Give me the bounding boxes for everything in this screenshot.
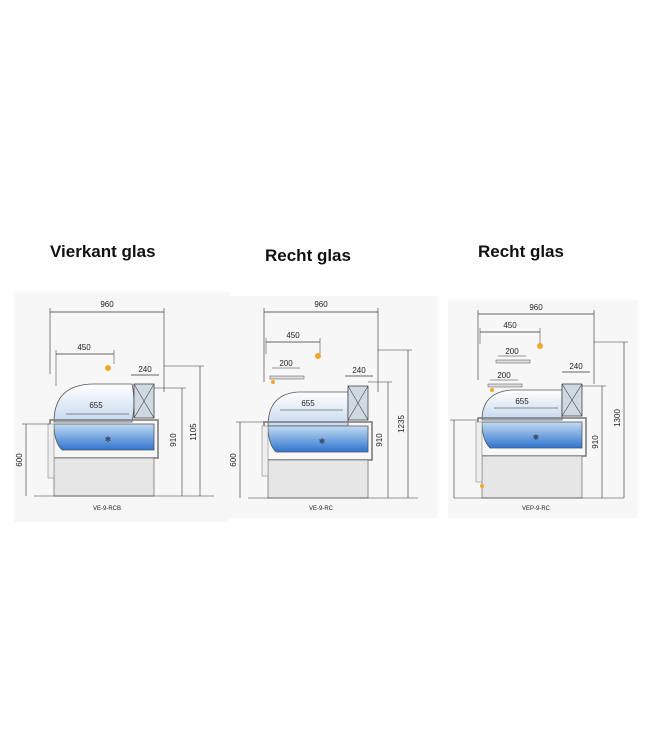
dim-top-label: 450 xyxy=(77,343,91,352)
dim-shelf-label: 200 xyxy=(497,371,511,380)
glass-shelf xyxy=(487,383,523,388)
dim-glass-label: 240 xyxy=(138,365,152,374)
panel-cross xyxy=(133,383,155,419)
cabinet-drawing: 960 450 200 200 240 655 ❄ 910 1300 VEP-9… xyxy=(448,300,638,518)
lamp-icon xyxy=(105,365,111,371)
lamp-icon xyxy=(480,484,484,488)
lamp-icon xyxy=(537,343,543,349)
dim-glass-label: 240 xyxy=(352,366,366,375)
panel-cross xyxy=(561,383,583,417)
cabinet-drawing: 960 450 200 240 655 ❄ 600 910 1235 VE-9-… xyxy=(228,296,438,518)
dim-total-label: 1105 xyxy=(189,423,198,441)
glass-shelf xyxy=(269,375,305,380)
lamp-icon xyxy=(490,388,494,392)
glass-shelf xyxy=(495,359,531,364)
dim-counter-label: 910 xyxy=(591,435,600,449)
cabinet-title: Vierkant glas xyxy=(50,242,156,261)
cabinet-title: Recht glas xyxy=(478,242,564,261)
cabinet-title: Recht glas xyxy=(265,246,351,265)
dim-shelf-label: 200 xyxy=(279,359,293,368)
glass-hood xyxy=(481,389,563,421)
front-panel xyxy=(475,421,483,483)
model-code: VE-9-RC xyxy=(309,506,334,512)
dim-shelf-label: 200 xyxy=(505,347,519,356)
cabinet-base xyxy=(481,455,583,499)
glass-hood xyxy=(267,391,349,427)
dim-width-label: 960 xyxy=(529,303,543,312)
model-code: VE-9-RCB xyxy=(93,506,121,512)
cabinet-base xyxy=(267,459,369,499)
dim-width-label: 960 xyxy=(314,300,328,309)
cabinet-drawing: 960 450 240 655 ❄ 600 910 1105 VE-9-RCB xyxy=(14,292,229,522)
lamp-icon xyxy=(315,353,321,359)
snowflake-icon: ❄ xyxy=(105,435,112,444)
dim-counter-label: 910 xyxy=(169,433,178,447)
snowflake-icon: ❄ xyxy=(319,437,326,446)
dim-top-label: 450 xyxy=(503,321,517,330)
dim-counter-label: 910 xyxy=(375,433,384,447)
dim-base-label: 600 xyxy=(229,453,238,467)
front-panel xyxy=(47,423,55,479)
dim-top-label: 450 xyxy=(286,331,300,340)
dim-tray-label: 655 xyxy=(301,399,315,408)
snowflake-icon: ❄ xyxy=(533,433,540,442)
dim-total-label: 1235 xyxy=(397,415,406,433)
dim-tray-label: 655 xyxy=(515,397,529,406)
dim-total-label: 1300 xyxy=(613,409,622,427)
cabinet-base xyxy=(53,457,155,497)
dim-width-label: 960 xyxy=(100,300,114,309)
glass-hood xyxy=(53,383,135,423)
dim-base-label: 600 xyxy=(15,453,24,467)
panel-cross xyxy=(347,385,369,421)
model-code: VEP-9-RC xyxy=(522,506,551,512)
front-panel xyxy=(261,425,269,477)
dim-glass-label: 240 xyxy=(569,362,583,371)
dim-tray-label: 655 xyxy=(89,401,103,410)
lamp-icon xyxy=(271,380,275,384)
